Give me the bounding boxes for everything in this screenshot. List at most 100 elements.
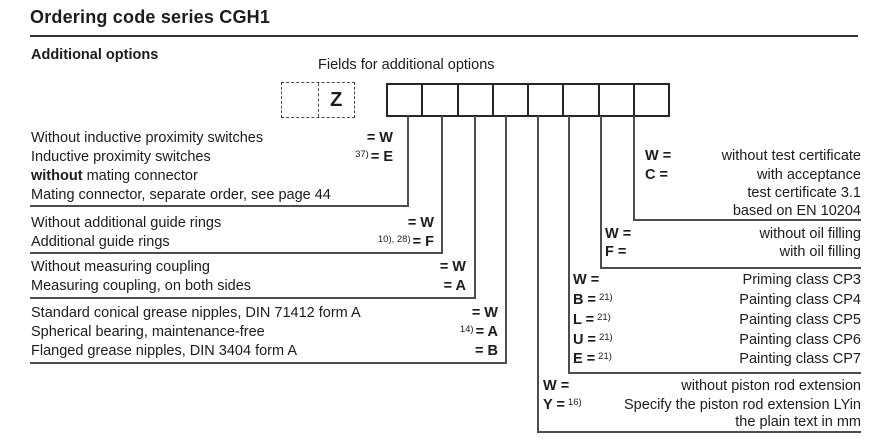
option-row-measuring-without: Without measuring coupling = W (31, 258, 466, 277)
option-row-priming-cp3: W = Priming class CP3 (573, 271, 861, 290)
option-code: W = (573, 272, 600, 288)
option-row-proximity-without: Without inductive proximity switches = W (31, 129, 393, 148)
option-label: Mating connector, separate order, see pa… (31, 187, 331, 203)
option-code: = B (475, 343, 498, 359)
connector-line-field4 (505, 116, 507, 362)
option-label: the plain text in mm (735, 414, 861, 430)
rule-painting-block (568, 372, 861, 374)
option-label: without piston rod extension (681, 378, 861, 394)
option-label: Painting class CP5 (739, 312, 861, 328)
option-code: = W (407, 215, 434, 231)
connector-line-field7 (600, 116, 602, 267)
option-row-test-cert-line3: test certificate 3.1 (645, 184, 861, 203)
option-label: Measuring coupling, on both sides (31, 278, 252, 294)
title-divider (30, 35, 858, 37)
option-row-mating-connector-order: Mating connector, separate order, see pa… (31, 186, 393, 205)
connector-line-field8 (633, 116, 635, 219)
code-field-box-1 (388, 85, 424, 115)
option-row-painting-cp6: U =21) Painting class CP6 (573, 331, 861, 350)
option-row-spherical-bearing: Spherical bearing, maintenance-free 14)=… (31, 323, 498, 342)
option-row-test-cert-line4: based on EN 10204 (645, 202, 861, 221)
option-code: F = (605, 244, 627, 260)
option-code: Y =16) (543, 397, 582, 413)
option-code: L =21) (573, 312, 611, 328)
connector-line-field2 (441, 116, 443, 252)
prefix-field-boxes: Z (281, 82, 355, 118)
option-label: Without measuring coupling (31, 259, 210, 275)
rule-test-certificate-block (633, 219, 861, 221)
code-field-box-4 (494, 85, 529, 115)
option-label: Specify the piston rod extension LYin (624, 397, 861, 413)
code-field-box-2 (423, 85, 459, 115)
option-row-piston-specify: Y =16) Specify the piston rod extension … (543, 396, 861, 415)
option-row-piston-without: W = without piston rod extension (543, 377, 861, 396)
option-label: Inductive proximity switches (31, 149, 211, 165)
option-label: without oil filling (759, 226, 861, 242)
option-code: 14)= A (459, 324, 498, 340)
option-row-guide-rings-additional: Additional guide rings 10), 28)= F (31, 233, 434, 252)
rule-oil-filling-block (600, 267, 861, 269)
option-row-piston-plain-text: the plain text in mm (543, 413, 861, 432)
option-label: Without additional guide rings (31, 215, 222, 231)
ordering-code-fields (386, 83, 670, 117)
option-code: B =21) (573, 292, 613, 308)
section-heading: Additional options (31, 47, 159, 63)
option-row-painting-cp7: E =21) Painting class CP7 (573, 350, 861, 369)
page-title: Ordering code series CGH1 (30, 7, 271, 27)
option-row-painting-cp4: B =21) Painting class CP4 (573, 291, 861, 310)
option-row-test-cert-without: W = without test certificate (645, 147, 861, 166)
rule-measuring-block (30, 297, 476, 299)
option-row-measuring-both-sides: Measuring coupling, on both sides = A (31, 277, 466, 296)
option-code: W = (645, 148, 672, 164)
option-label: Without inductive proximity switches (31, 130, 264, 146)
rule-proximity-block (30, 205, 409, 207)
connector-line-field5 (537, 116, 539, 431)
prefix-field-z: Z (319, 83, 355, 117)
rule-grease-block (30, 362, 507, 364)
code-field-box-8 (635, 85, 668, 115)
option-code: 37)= E (355, 149, 393, 165)
option-label: with acceptance (757, 167, 861, 183)
option-code: = A (443, 278, 466, 294)
option-label: Painting class CP4 (739, 292, 861, 308)
option-label: without test certificate (721, 148, 861, 164)
option-code: = W (366, 130, 393, 146)
option-label: with oil filling (779, 244, 861, 260)
option-label: Painting class CP6 (739, 332, 861, 348)
fields-caption: Fields for additional options (318, 57, 495, 73)
connector-line-field6 (568, 116, 570, 372)
option-row-grease-flanged: Flanged grease nipples, DIN 3404 form A … (31, 342, 498, 361)
option-row-oil-with: F = with oil filling (605, 243, 861, 262)
option-label: Priming class CP3 (742, 272, 861, 288)
option-code: = W (471, 305, 498, 321)
option-label: Spherical bearing, maintenance-free (31, 324, 265, 340)
option-code: E =21) (573, 351, 612, 367)
option-code: C = (645, 167, 668, 183)
code-field-box-5 (529, 85, 565, 115)
option-row-oil-without: W = without oil filling (605, 225, 861, 244)
option-code: 10), 28)= F (377, 234, 434, 250)
option-code: W = (543, 378, 570, 394)
option-label: without mating connector (31, 168, 198, 184)
prefix-field-empty (282, 83, 319, 117)
option-code: U =21) (573, 332, 613, 348)
option-label: Painting class CP7 (739, 351, 861, 367)
option-row-without-mating-connector: without mating connector (31, 167, 393, 186)
option-code: W = (605, 226, 632, 242)
option-row-guide-rings-without: Without additional guide rings = W (31, 214, 434, 233)
code-field-box-6 (564, 85, 600, 115)
code-field-box-7 (600, 85, 635, 115)
connector-line-field3 (474, 116, 476, 297)
option-label: test certificate 3.1 (747, 185, 861, 201)
rule-piston-rod-block (537, 431, 861, 433)
option-label: Flanged grease nipples, DIN 3404 form A (31, 343, 297, 359)
option-row-grease-standard: Standard conical grease nipples, DIN 714… (31, 304, 498, 323)
option-code: = W (439, 259, 466, 275)
option-row-test-cert-with: C = with acceptance (645, 166, 861, 185)
option-row-painting-cp5: L =21) Painting class CP5 (573, 311, 861, 330)
option-label: based on EN 10204 (732, 203, 861, 219)
code-field-box-3 (459, 85, 494, 115)
option-label: Additional guide rings (31, 234, 170, 250)
connector-line-field1 (407, 116, 409, 205)
